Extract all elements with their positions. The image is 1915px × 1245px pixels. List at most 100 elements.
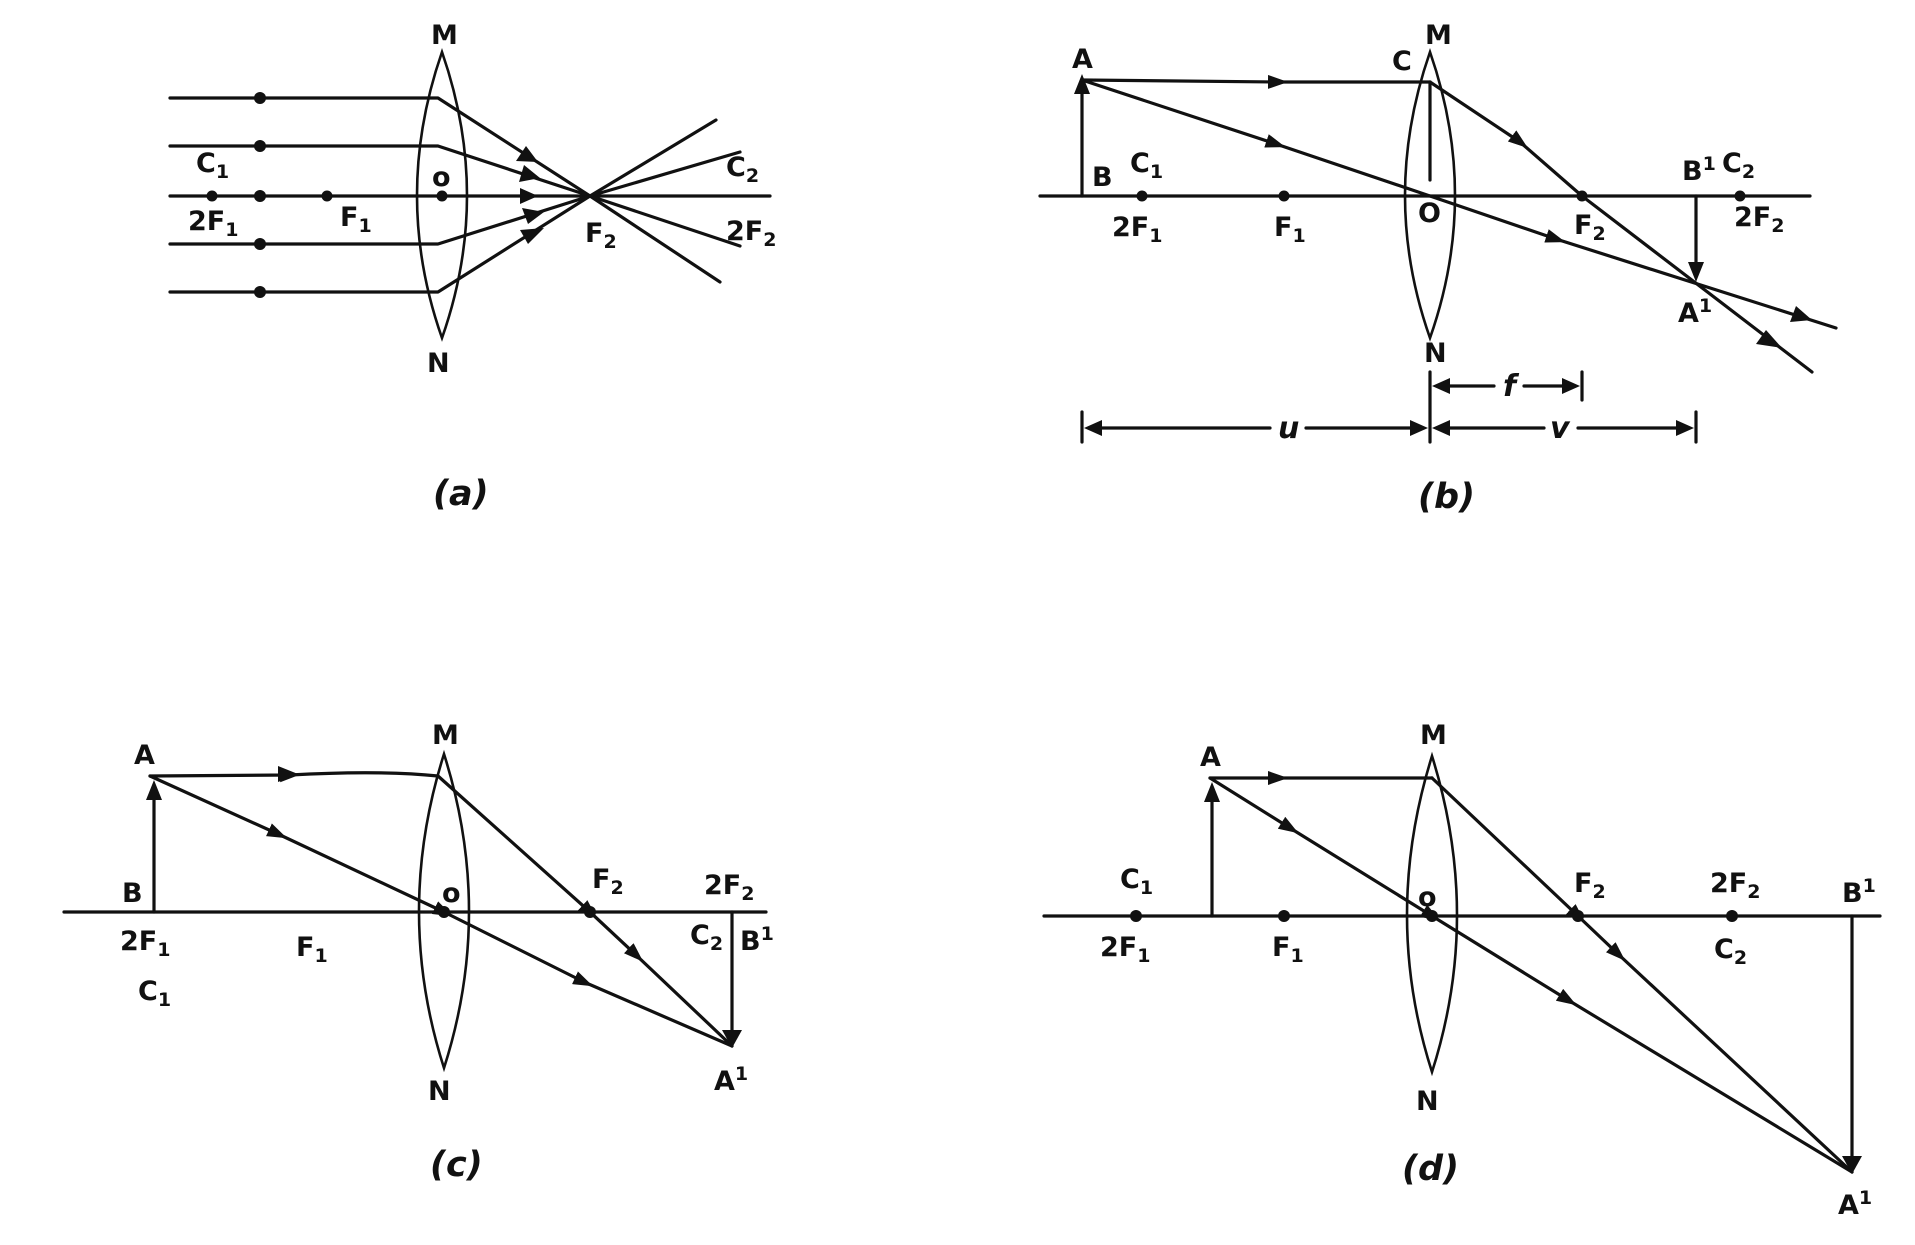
label-o: O	[1418, 198, 1441, 229]
object-arrowhead	[1074, 74, 1090, 94]
diverging-ray-4	[588, 150, 742, 198]
label-c1: C1	[1120, 864, 1153, 899]
label-a: A	[134, 740, 155, 771]
convex-lens	[1403, 48, 1457, 342]
label-c1: C1	[138, 976, 171, 1011]
ray-dot	[254, 190, 266, 202]
ray-arrowheads	[516, 146, 544, 244]
label-2f2: 2F2	[726, 216, 776, 251]
label-b: B	[122, 878, 143, 909]
image-arrowhead	[1688, 262, 1704, 282]
label-c2: C2	[726, 152, 759, 187]
label-o: o	[432, 162, 451, 193]
point-2f1	[206, 190, 218, 202]
point-f2	[1572, 910, 1584, 922]
diverging-ray-2	[588, 194, 742, 248]
diagram-d: A M N o C1 2F1 F1 F2 2F2 C2 B1 A1 (d)	[1042, 720, 1882, 1221]
axis-points	[206, 92, 448, 298]
label-c2: C2	[1714, 934, 1747, 969]
image-arrowhead	[1842, 1156, 1862, 1174]
label-b: B	[1092, 162, 1113, 193]
label-o: o	[1418, 882, 1437, 913]
label-2f1: 2F1	[120, 926, 170, 961]
label-a1: A1	[1838, 1187, 1872, 1221]
point-2f2	[1726, 910, 1738, 922]
arrowhead	[519, 165, 540, 182]
diagram-a: M N o C1 2F1 F1 F2 C2 2F2 (a)	[168, 20, 776, 514]
point-f2	[584, 906, 596, 918]
ray-dot	[254, 140, 266, 152]
arrowhead	[1410, 420, 1428, 436]
parallel-ray	[1080, 74, 1432, 89]
point-2f1	[1130, 910, 1142, 922]
ray-dot	[254, 92, 266, 104]
label-v: v	[1550, 411, 1571, 446]
arrowhead	[1432, 378, 1450, 394]
object-arrowhead	[146, 780, 162, 800]
label-c2: C2	[690, 920, 723, 955]
label-c: C	[1392, 46, 1412, 77]
point-o	[438, 906, 450, 918]
label-n: N	[427, 348, 450, 379]
point-f1	[1278, 910, 1290, 922]
parallel-ray	[148, 768, 440, 783]
dimension-lines	[1080, 370, 1698, 444]
label-f1: F1	[1274, 212, 1306, 247]
diagram-b: u v f A B C M N O C1 2F1 F1 F2 B1 C2 2F2…	[1038, 20, 1838, 517]
label-m: M	[432, 720, 459, 751]
point-o	[436, 190, 448, 202]
label-b1: B1	[740, 923, 774, 957]
caption-d: (d)	[1402, 1149, 1459, 1189]
arrowhead	[516, 146, 538, 162]
label-2f2: 2F2	[1734, 202, 1784, 237]
point-2f2	[1734, 190, 1746, 202]
label-o: o	[442, 878, 461, 909]
label-a1: A1	[714, 1063, 748, 1097]
diverging-ray-5	[588, 118, 718, 198]
arrowhead	[520, 228, 544, 244]
refracted-ray	[1430, 776, 1854, 1174]
point-f1	[321, 190, 333, 202]
arrowhead	[522, 208, 544, 224]
label-m: M	[1420, 720, 1447, 751]
label-2f2: 2F2	[704, 870, 754, 905]
image-arrowhead	[722, 1030, 742, 1048]
label-f: f	[1503, 369, 1520, 404]
label-u: u	[1278, 411, 1299, 446]
arrowhead	[1084, 420, 1102, 436]
diverging-ray-1	[588, 194, 722, 284]
caption-a: (a)	[433, 474, 489, 514]
label-n: N	[1416, 1086, 1439, 1117]
arrowhead	[278, 766, 298, 782]
point-o	[1426, 910, 1438, 922]
label-b1: B1	[1682, 153, 1716, 187]
arrowhead	[1432, 420, 1450, 436]
label-2f1: 2F1	[1100, 932, 1150, 967]
label-a1: A1	[1678, 295, 1712, 329]
label-2f2: 2F2	[1710, 868, 1760, 903]
refracted-ray	[1428, 80, 1584, 198]
label-a: A	[1072, 44, 1093, 75]
arrowhead	[1756, 330, 1782, 348]
central-ray-beyond	[1428, 194, 1838, 330]
diagram-c: A B M N o 2F1 C1 F1 F2 2F2 C2 B1 A1 (c)	[62, 720, 774, 1185]
caption-b: (b)	[1418, 477, 1475, 517]
label-f1: F1	[296, 932, 328, 967]
label-f1: F1	[340, 202, 372, 237]
arrowhead	[1676, 420, 1694, 436]
label-f2: F2	[1574, 210, 1606, 245]
label-m: M	[431, 20, 458, 51]
convex-lens	[415, 48, 469, 342]
label-c1: C1	[196, 148, 229, 183]
arrowhead	[520, 188, 538, 204]
label-2f1: 2F1	[188, 206, 238, 241]
arrowhead	[1562, 378, 1580, 394]
label-c1: C1	[1130, 148, 1163, 183]
label-f1: F1	[1272, 932, 1304, 967]
label-f2: F2	[592, 864, 624, 899]
central-ray	[1080, 78, 1432, 198]
point-f2	[1576, 190, 1588, 202]
label-m: M	[1425, 20, 1452, 51]
label-c2: C2	[1722, 148, 1755, 183]
